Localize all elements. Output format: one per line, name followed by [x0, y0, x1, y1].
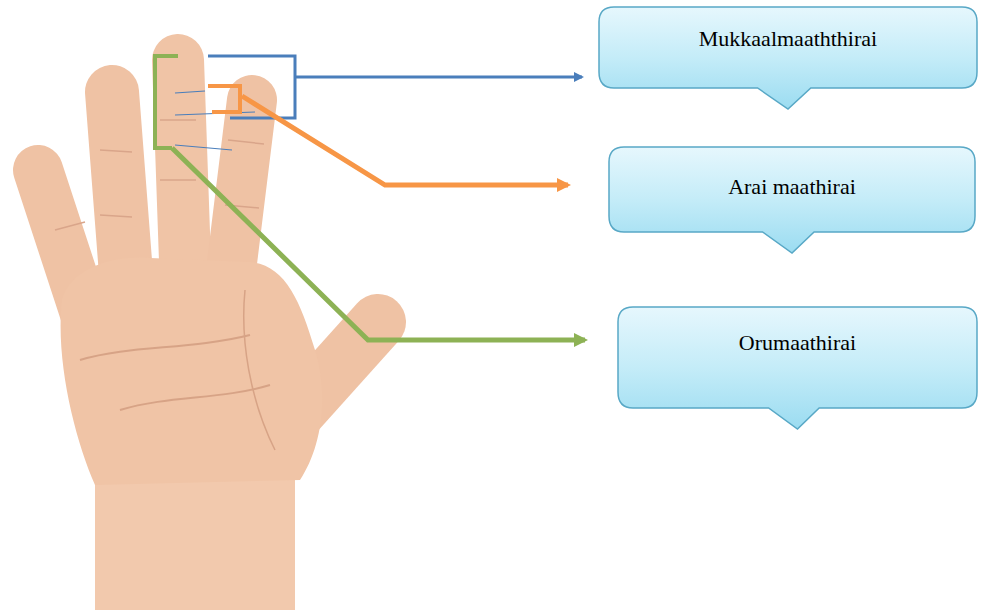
palm-crease — [120, 385, 270, 410]
orange-arrow — [242, 96, 568, 185]
bubble-outline — [608, 146, 976, 254]
middle-finger — [178, 60, 186, 290]
blue-bracket — [208, 56, 295, 118]
bubble-shape — [609, 147, 975, 253]
palm-crease — [80, 335, 250, 360]
callout-text: Arai maathirai — [622, 174, 962, 200]
blue-arrow — [295, 76, 582, 79]
wrist — [95, 470, 295, 610]
bubble-outline — [617, 306, 978, 430]
callout-text: Orumaathirai — [631, 330, 964, 356]
hand — [38, 60, 378, 610]
green-arrow — [172, 148, 585, 340]
callout-bubble: Arai maathirai — [608, 146, 976, 254]
green-bracket — [155, 56, 178, 148]
bubble-shape — [618, 307, 977, 429]
bubble-shape — [599, 7, 977, 109]
joint-markers — [175, 91, 255, 150]
orange-bracket — [208, 86, 240, 112]
palm-crease — [244, 290, 275, 450]
joint-marker — [175, 145, 232, 150]
callout-bubble: Orumaathirai — [617, 306, 978, 430]
callout-bubble: Mukkaalmaaththirai — [598, 6, 978, 110]
bubble-outline — [598, 6, 978, 110]
joint-marker — [175, 91, 205, 93]
finger-joint-crease — [55, 120, 264, 230]
palm — [61, 258, 323, 485]
callout-text: Mukkaalmaaththirai — [612, 26, 964, 52]
